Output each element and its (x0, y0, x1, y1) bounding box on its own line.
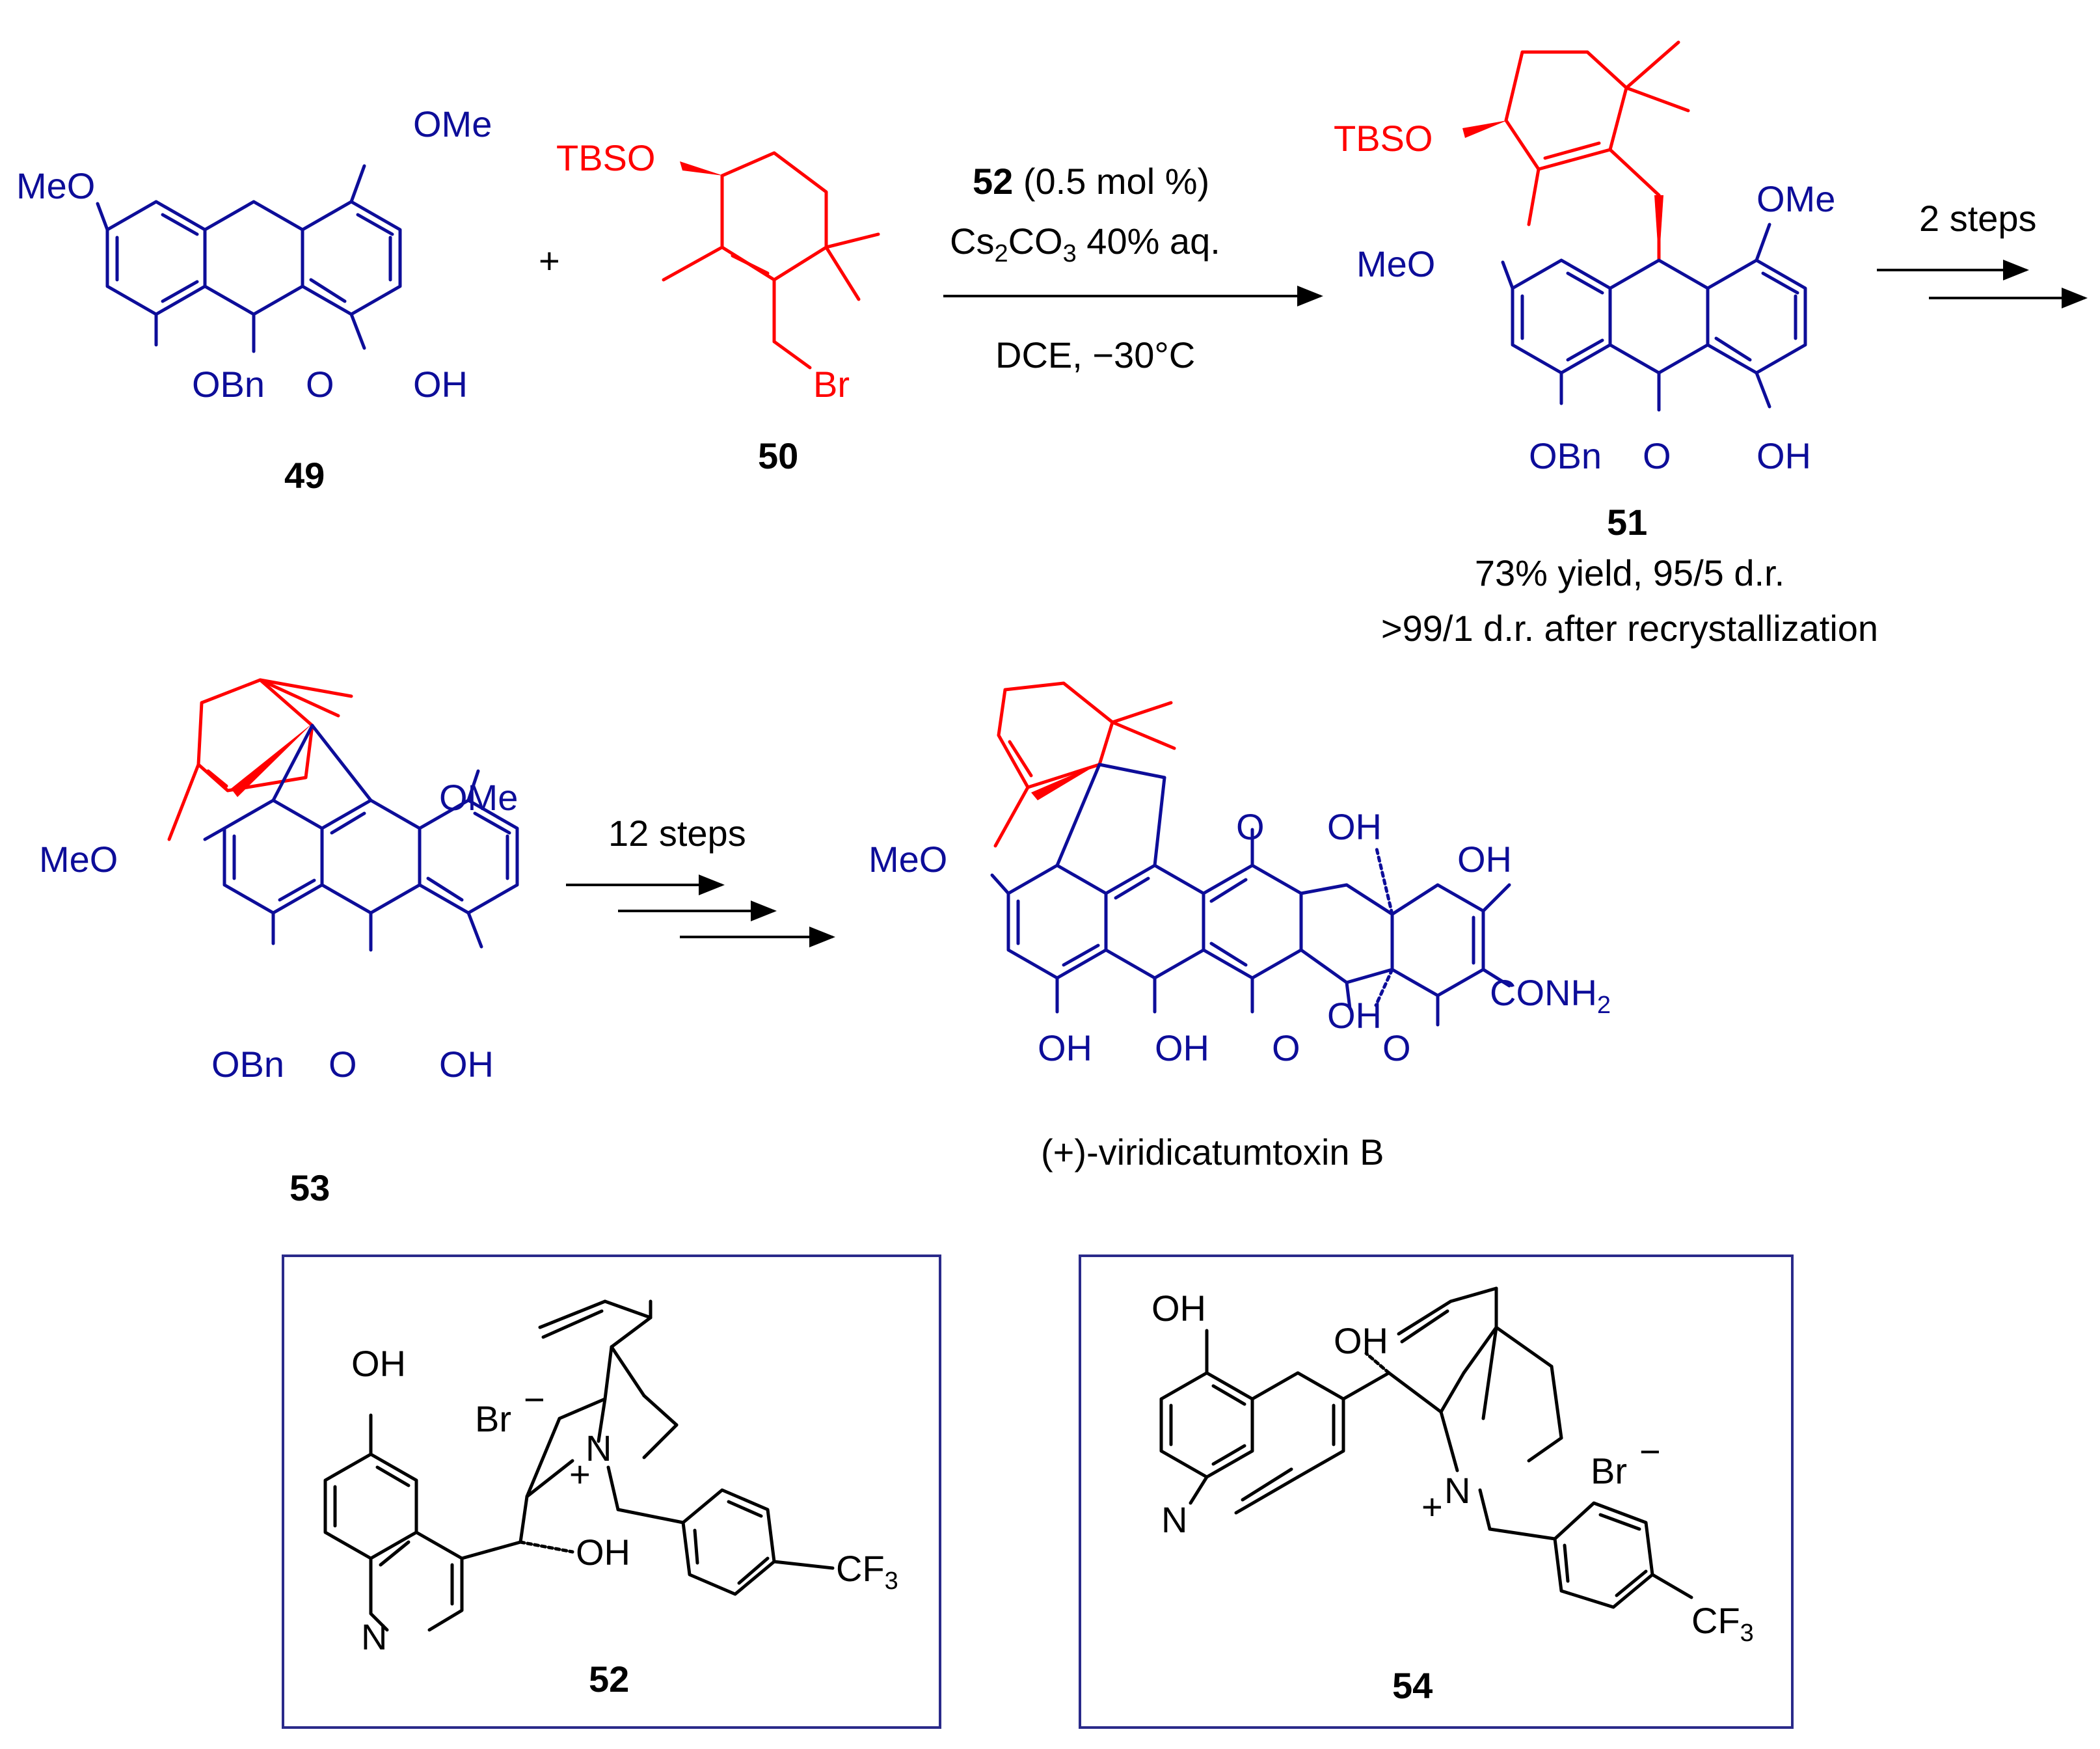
compound-53: MeO OMe OBn O OH 53 (39, 678, 519, 1208)
c54-plus: + (1421, 1486, 1443, 1527)
c51-tbso: TBSO (1334, 118, 1433, 159)
catalyst-loading: (0.5 mol %) (1013, 161, 1209, 202)
vir-oh-bottom: OH (1327, 995, 1382, 1036)
c54-n-ammonium: N (1444, 1470, 1470, 1511)
reaction-arrow-3: 12 steps (566, 813, 835, 947)
c52-cf3: CF3 (836, 1548, 898, 1595)
vir-bottom-carbonyl-o-1: O (1272, 1027, 1300, 1068)
c52-minus: − (524, 1379, 545, 1420)
c49-carbonyl-o: O (306, 364, 334, 405)
c50-wedge-bond (680, 161, 723, 176)
c49-ome: OMe (413, 103, 492, 144)
c49-obn: OBn (192, 364, 265, 405)
c52-n-ammonium: N (586, 1428, 612, 1469)
compound-51: TBSO MeO OMe OBn O OH 51 73% yield, 95/5… (1334, 40, 1878, 649)
c51-meo: MeO (1356, 243, 1435, 284)
vir-oh-2: OH (1155, 1027, 1209, 1068)
c51-recrystallization: >99/1 d.r. after recrystallization (1381, 608, 1878, 649)
vir-oh-enol: OH (1457, 839, 1512, 880)
c54-oh-carbinol: OH (1334, 1320, 1388, 1361)
c51-wedge-otbs (1462, 120, 1507, 138)
vir-oh-1: OH (1038, 1027, 1092, 1068)
base-conditions: Cs2CO3 40% aq. (950, 221, 1220, 267)
c51-yield: 73% yield, 95/5 d.r. (1475, 552, 1784, 593)
c52-number: 52 (589, 1659, 629, 1700)
c50-tbso: TBSO (556, 137, 655, 178)
vir-bottom-carbonyl-o-2: O (1382, 1027, 1411, 1068)
vir-top-carbonyl-o: O (1236, 806, 1265, 847)
c53-number: 53 (289, 1167, 330, 1208)
c52-oh-carbinol: OH (576, 1532, 630, 1573)
viridicatumtoxin-b: MeO O OH OH CONH2 OH OH OH O O (+)-virid… (868, 681, 1611, 1173)
vir-conh2: CONH2 (1490, 972, 1611, 1019)
catalyst-54-box: OH N OH N + Br − CF3 54 (1079, 1254, 1794, 1729)
c51-ome: OMe (1757, 178, 1835, 219)
c51-oh: OH (1757, 435, 1811, 476)
c53-wedge (231, 724, 312, 797)
c53-obn: OBn (211, 1044, 284, 1085)
c49-meo: MeO (16, 165, 95, 206)
c53-oh: OH (439, 1044, 494, 1085)
c50-number: 50 (758, 435, 798, 476)
c52-oh-phenol: OH (351, 1343, 406, 1384)
vir-name: (+)-viridicatumtoxin B (1041, 1132, 1384, 1173)
vir-oh-top: OH (1327, 806, 1382, 847)
c52-bromide: Br (475, 1398, 511, 1439)
c52-plus: + (569, 1454, 591, 1495)
c50-br: Br (813, 364, 850, 405)
c54-n-quinoline: N (1161, 1499, 1187, 1540)
c52-n-quinoline: N (361, 1616, 387, 1657)
reaction-arrow-1: 52 (0.5 mol %) Cs2CO3 40% aq. DCE, −30°C (943, 161, 1323, 375)
c54-number: 54 (1392, 1665, 1433, 1706)
compound-49: MeO OMe OBn O OH 49 (16, 103, 492, 496)
c51-carbonyl-o: O (1643, 435, 1671, 476)
c53-ome: OMe (439, 777, 518, 818)
reaction-plus: + (539, 240, 560, 281)
reaction-arrow-2: 2 steps (1877, 198, 2088, 308)
c54-bromide: Br (1591, 1450, 1627, 1491)
two-steps-label: 2 steps (1919, 198, 2037, 239)
c51-obn: OBn (1529, 435, 1602, 476)
solvent-temp: DCE, −30°C (995, 334, 1195, 375)
catalyst-52-box: OH N OH N + Br − CF3 52 (282, 1254, 941, 1729)
c53-carbonyl-o: O (329, 1044, 357, 1085)
c49-oh: OH (413, 364, 468, 405)
twelve-steps-label: 12 steps (608, 813, 746, 854)
c54-oh-phenol: OH (1151, 1288, 1206, 1329)
c54-minus: − (1639, 1431, 1661, 1472)
c53-meo: MeO (39, 839, 118, 880)
vir-wedge (1031, 763, 1101, 800)
c51-number: 51 (1607, 502, 1647, 543)
vir-meo: MeO (868, 839, 947, 880)
svg-text:52 (0.5 mol %): 52 (0.5 mol %) (973, 161, 1209, 202)
compound-50: TBSO Br 50 (556, 137, 880, 476)
c51-wedge-benzylic (1654, 195, 1663, 264)
c54-cf3: CF3 (1691, 1600, 1754, 1647)
c49-number: 49 (284, 455, 325, 496)
catalyst-ref-52: 52 (973, 161, 1013, 202)
